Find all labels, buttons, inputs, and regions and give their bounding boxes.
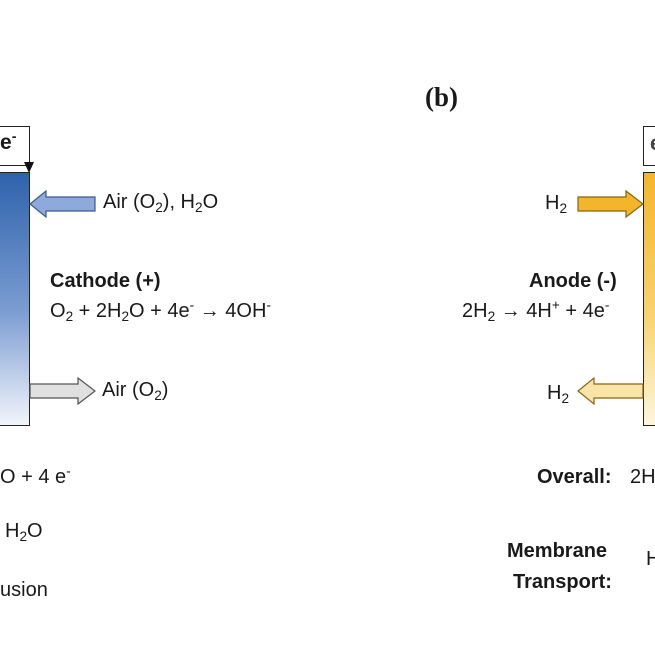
partial-transport-text: usion [0,579,48,601]
anode-electrode [643,172,655,426]
air-outlet-label: Air (O2) [102,379,169,403]
overall-equation-partial: 2H [630,466,655,488]
electron-label: e- [0,129,17,154]
h2-inlet-arrow-icon [577,189,644,219]
h2-inlet-label: H2 [545,192,568,216]
partial-overall-equation: O + 4 e- [0,463,71,488]
air-inlet-arrow-icon [29,189,96,219]
electron-flow-arrow-icon [24,162,34,173]
h2-outlet-label: H2 [547,382,570,406]
membrane-label-line-2: Transport: [513,571,612,593]
electron-box [0,126,30,166]
air-outlet-arrow-icon [29,376,96,406]
membrane-label-line-1: Membrane [507,540,608,562]
anode-electron-label: e [650,132,655,156]
anode-title: Anode (-) [529,270,617,292]
partial-membrane-species: H2O [5,520,43,544]
cathode-equation: O2 + 2H2O + 4e- → 4OH- [50,297,271,324]
h2-outlet-arrow-icon [577,376,644,406]
panel-b-label: (b) [425,82,458,112]
cathode-electrode [0,172,30,426]
membrane-species-partial: H [646,548,655,570]
air-inlet-label: Air (O2), H2O [103,191,219,215]
overall-label: Overall: [537,466,612,488]
cathode-title: Cathode (+) [50,270,161,292]
anode-equation: 2H2 → 4H+ + 4e- [462,297,610,324]
anode-electron-box [643,126,655,166]
